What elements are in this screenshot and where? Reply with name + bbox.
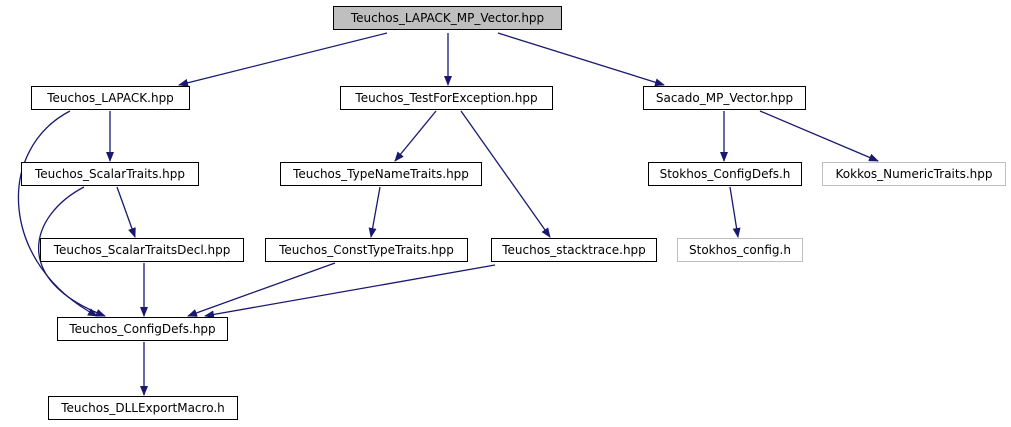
edge-test-for-exception-to-type-name-traits bbox=[394, 110, 437, 162]
edge-scalar-traits-to-config-defs bbox=[37, 186, 106, 317]
edge-sacado-mp-vector-to-kokkos-numeric-traits bbox=[759, 110, 879, 162]
node-teuchos-stacktrace[interactable]: Teuchos_stacktrace.hpp bbox=[491, 238, 657, 262]
node-teuchos-consttypetraits[interactable]: Teuchos_ConstTypeTraits.hpp bbox=[265, 238, 468, 262]
node-teuchos-dllexportmacro[interactable]: Teuchos_DLLExportMacro.h bbox=[48, 396, 238, 420]
edge-test-for-exception-to-stacktrace bbox=[460, 110, 551, 238]
edge-lapack-mp-vector-to-sacado-mp-vector bbox=[497, 32, 665, 87]
edge-const-type-traits-to-config-defs bbox=[187, 262, 336, 317]
edge-scalar-traits-to-scalar-traits-decl bbox=[116, 186, 136, 238]
node-sacado-mp-vector[interactable]: Sacado_MP_Vector.hpp bbox=[643, 86, 806, 110]
edge-stokhos-config-defs-to-stokhos-config bbox=[729, 186, 741, 238]
edge-stacktrace-to-config-defs bbox=[204, 264, 496, 319]
edge-lapack-to-config-defs bbox=[17, 110, 98, 317]
node-kokkos-numerictraits: Kokkos_NumericTraits.hpp bbox=[822, 162, 1006, 186]
node-stokhos-configdefs[interactable]: Stokhos_ConfigDefs.h bbox=[648, 162, 802, 186]
node-teuchos-scalartraits[interactable]: Teuchos_ScalarTraits.hpp bbox=[21, 162, 199, 186]
node-stokhos-config: Stokhos_config.h bbox=[677, 238, 803, 262]
node-teuchos-lapack-mp-vector: Teuchos_LAPACK_MP_Vector.hpp bbox=[333, 6, 562, 30]
node-teuchos-testforexception[interactable]: Teuchos_TestForException.hpp bbox=[340, 86, 553, 110]
node-teuchos-scalartraitsdecl[interactable]: Teuchos_ScalarTraitsDecl.hpp bbox=[40, 238, 244, 262]
edges bbox=[17, 32, 879, 396]
node-teuchos-lapack[interactable]: Teuchos_LAPACK.hpp bbox=[31, 86, 190, 110]
node-teuchos-configdefs[interactable]: Teuchos_ConfigDefs.hpp bbox=[57, 317, 228, 341]
node-teuchos-typenametraits[interactable]: Teuchos_TypeNameTraits.hpp bbox=[280, 162, 482, 186]
edge-lapack-mp-vector-to-lapack bbox=[178, 32, 388, 87]
edge-type-name-traits-to-const-type-traits bbox=[368, 186, 381, 238]
